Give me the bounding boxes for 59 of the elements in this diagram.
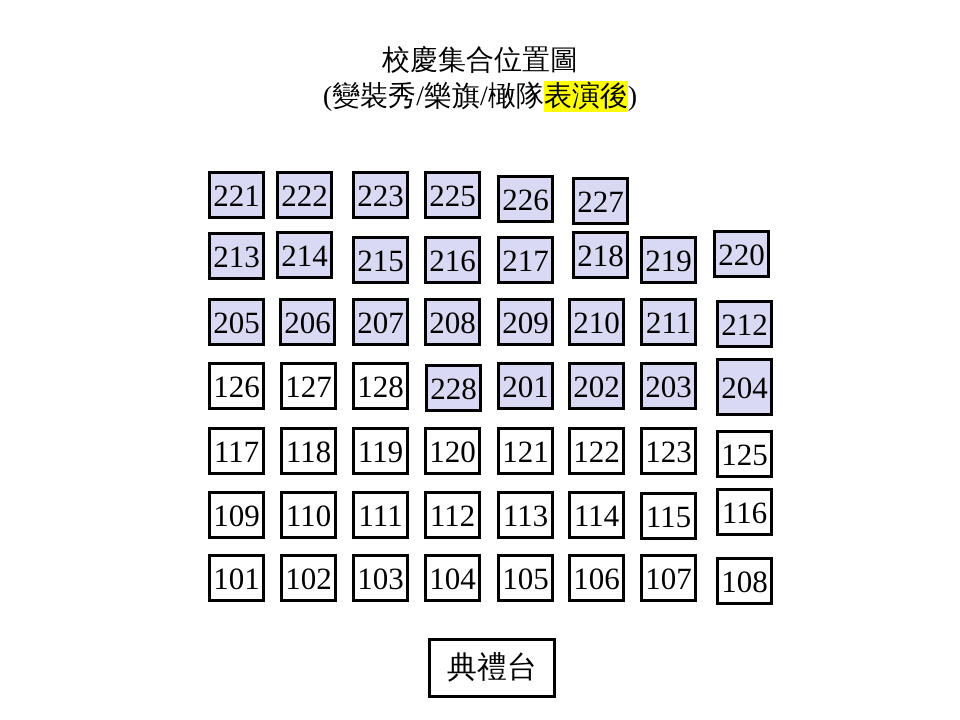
seat-box: 203	[640, 362, 697, 410]
seat-box: 222	[276, 171, 333, 219]
seat-box: 125	[716, 430, 773, 478]
seat-box: 127	[280, 362, 337, 410]
seat-box: 209	[497, 298, 554, 346]
seat-box: 214	[276, 231, 333, 279]
seat-box: 226	[497, 175, 554, 223]
seat-box: 121	[497, 427, 554, 475]
seat-box: 104	[424, 554, 481, 602]
seat-box: 217	[497, 236, 554, 284]
seat-box: 228	[425, 364, 482, 412]
seat-box: 225	[424, 171, 481, 219]
seat-box: 207	[352, 298, 409, 346]
seat-box: 210	[568, 298, 625, 346]
stage-box: 典禮台	[428, 638, 556, 698]
seat-box: 106	[568, 554, 625, 602]
seat-box: 206	[279, 298, 336, 346]
seat-box: 118	[280, 427, 337, 475]
seat-box: 120	[424, 427, 481, 475]
seat-box: 102	[280, 554, 337, 602]
seat-box: 215	[352, 236, 409, 284]
seat-box: 216	[424, 236, 481, 284]
seat-box: 111	[352, 491, 409, 539]
seat-box: 113	[497, 491, 554, 539]
seat-box: 213	[208, 232, 265, 280]
seat-box: 119	[352, 427, 409, 475]
seat-box: 110	[280, 491, 337, 539]
seat-box: 101	[208, 554, 265, 602]
seat-box: 201	[497, 362, 554, 410]
title: 校慶集合位置圖	[381, 44, 579, 78]
seat-box: 115	[640, 492, 697, 540]
seat-box: 227	[572, 177, 629, 225]
seat-box: 116	[716, 488, 773, 536]
seat-box: 123	[640, 427, 697, 475]
subtitle-text: )	[628, 81, 638, 112]
seat-box: 105	[497, 554, 554, 602]
seat-box: 219	[640, 236, 697, 284]
seat-box: 211	[640, 298, 697, 346]
seat-box: 109	[208, 491, 265, 539]
seat-box: 204	[716, 358, 773, 416]
seat-box: 112	[424, 491, 481, 539]
seat-box: 117	[208, 427, 265, 475]
seat-box: 126	[208, 362, 265, 410]
seat-box: 122	[568, 427, 625, 475]
seat-box: 103	[352, 554, 409, 602]
seat-box: 202	[568, 362, 625, 410]
seat-box: 212	[716, 300, 773, 348]
seat-box: 223	[352, 171, 409, 219]
seat-box: 205	[208, 298, 265, 346]
subtitle-text: (變裝秀/樂旗/橄隊	[322, 81, 544, 112]
seat-box: 221	[208, 171, 265, 219]
seat-box: 220	[713, 230, 770, 278]
seat-box: 128	[352, 362, 409, 410]
seat-box: 108	[716, 557, 773, 605]
seat-box: 114	[568, 491, 625, 539]
highlighted-text: 表演後	[544, 81, 628, 112]
seat-box: 208	[424, 298, 481, 346]
seat-box: 107	[640, 554, 697, 602]
seat-box: 218	[572, 231, 629, 279]
